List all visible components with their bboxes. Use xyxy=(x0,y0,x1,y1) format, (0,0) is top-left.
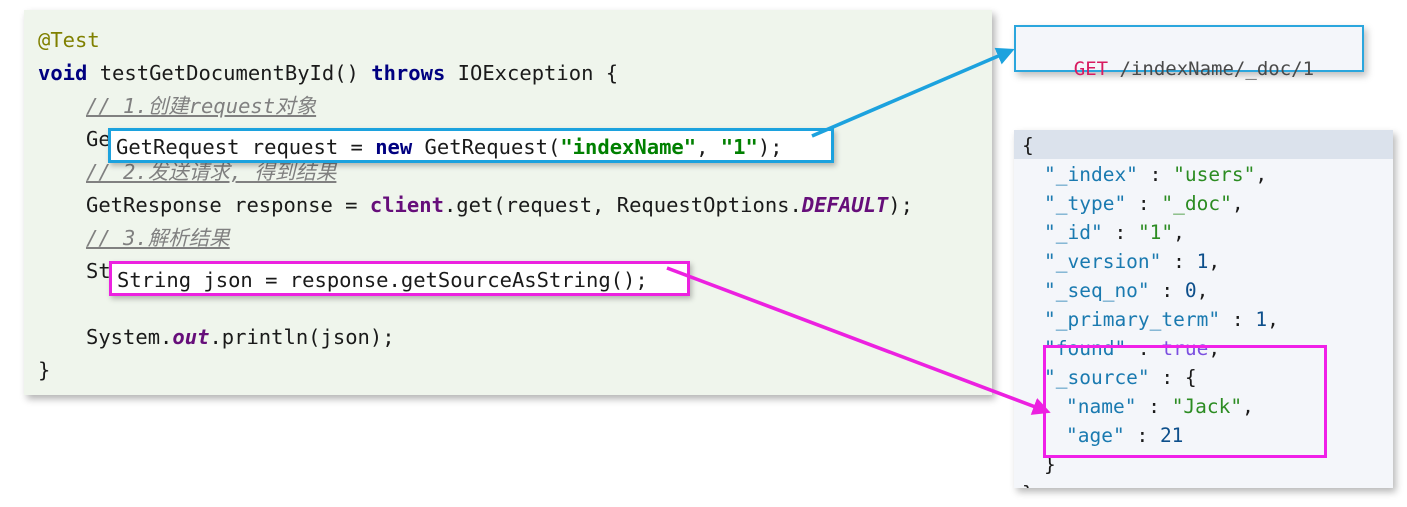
highlight-get-request-text: GetRequest request = new GetRequest("ind… xyxy=(111,131,783,160)
code-token: , xyxy=(1255,163,1268,186)
json-line: "_type" : "_doc", xyxy=(1014,189,1393,218)
code-token: "age" xyxy=(1066,424,1125,447)
json-line: "_seq_no" : 0, xyxy=(1014,276,1393,305)
rest-request-line: GET /indexName/_doc/1 xyxy=(1028,36,1314,102)
code-token: , xyxy=(1196,279,1209,302)
code-token: "found" xyxy=(1044,337,1127,360)
code-token: : xyxy=(1137,163,1174,186)
code-token: throws xyxy=(371,61,446,85)
code-token: } xyxy=(38,358,51,382)
json-line: { xyxy=(1014,131,1393,160)
code-token: GetRequest request = xyxy=(116,135,376,159)
code-token: .get(request, RequestOptions. xyxy=(443,193,802,217)
code-token: DEFAULT xyxy=(801,193,889,217)
code-token: 1 xyxy=(1196,250,1209,273)
http-method-label: GET xyxy=(1073,58,1109,80)
code-token: @Test xyxy=(38,28,100,52)
code-token: "_version" xyxy=(1044,250,1162,273)
code-token: : xyxy=(1126,192,1162,215)
code-line: // 1.创建request对象 xyxy=(24,90,992,123)
code-token: , xyxy=(1208,337,1221,360)
code-token: : xyxy=(1161,250,1197,273)
code-token: void xyxy=(38,61,88,85)
code-token: out xyxy=(172,325,210,349)
code-token: : xyxy=(1126,337,1162,360)
json-line: "found" : true, xyxy=(1014,334,1393,363)
code-token: // 1.创建request对象 xyxy=(86,94,317,118)
code-token: String json = response.getSourceAsString… xyxy=(117,268,648,292)
code-token: : xyxy=(1102,221,1138,244)
code-token: : xyxy=(1149,279,1185,302)
code-token: "_index" xyxy=(1044,163,1138,186)
code-token: , xyxy=(1267,308,1279,331)
code-token: 0 xyxy=(1184,279,1197,302)
highlight-box-get-request[interactable]: GetRequest request = new GetRequest("ind… xyxy=(108,128,834,163)
code-token: true xyxy=(1161,337,1209,360)
code-token: "1" xyxy=(720,135,758,159)
code-token: : { xyxy=(1149,366,1197,389)
code-token: , xyxy=(1231,192,1244,215)
code-token: , xyxy=(696,135,721,159)
code-token: "_primary_term" xyxy=(1044,308,1221,331)
code-line: System.out.println(json); xyxy=(24,321,992,354)
code-token: ); xyxy=(888,193,913,217)
code-token: "users" xyxy=(1173,163,1256,186)
java-code-panel: @Test void testGetDocumentById() throws I… xyxy=(24,10,992,395)
code-token: testGetDocumentById() xyxy=(87,61,372,85)
code-token: // 3.解析结果 xyxy=(86,226,230,250)
code-token: , xyxy=(1173,221,1185,244)
json-line: "_id" : "1", xyxy=(1014,218,1393,247)
json-line: "name" : "Jack", xyxy=(1014,392,1393,421)
json-first-line-highlight xyxy=(1014,130,1393,159)
code-token: // 2.发送请求, 得到结果 xyxy=(86,160,337,184)
code-token: client xyxy=(369,193,444,217)
code-token: 21 xyxy=(1159,424,1184,447)
code-token: "_source" xyxy=(1044,366,1150,389)
http-path-label xyxy=(1108,58,1119,80)
code-token: : xyxy=(1136,395,1172,418)
json-line: } xyxy=(1014,450,1393,479)
code-token: } xyxy=(1022,482,1034,488)
json-response-panel: {"_index" : "users","_type" : "_doc","_i… xyxy=(1014,130,1393,488)
rest-request-box[interactable]: GET /indexName/_doc/1 xyxy=(1014,25,1364,80)
json-line: "_primary_term" : 1, xyxy=(1014,305,1393,334)
code-token: GetRequest( xyxy=(412,135,561,159)
code-line: } xyxy=(24,354,992,387)
code-token: IOException { xyxy=(445,61,619,85)
code-token: : xyxy=(1220,308,1256,331)
highlight-get-source-text: String json = response.getSourceAsString… xyxy=(112,264,648,293)
code-line: // 3.解析结果 xyxy=(24,222,992,255)
code-line: // 2.发送请求, 得到结果 xyxy=(24,156,992,189)
code-token: "_seq_no" xyxy=(1044,279,1150,302)
code-token: "indexName" xyxy=(560,135,697,159)
code-token: GetResponse response = xyxy=(86,193,370,217)
code-token: ); xyxy=(757,135,783,159)
code-token: "name" xyxy=(1066,395,1137,418)
code-token: "_doc" xyxy=(1161,192,1232,215)
code-token: , xyxy=(1208,250,1221,273)
code-token: : xyxy=(1124,424,1160,447)
code-line: void testGetDocumentById() throws IOExce… xyxy=(24,57,992,90)
code-token: "1" xyxy=(1137,221,1174,244)
code-token: } xyxy=(1044,453,1056,476)
json-line: "_version" : 1, xyxy=(1014,247,1393,276)
code-token: .println(json); xyxy=(209,325,395,349)
code-token: "Jack" xyxy=(1171,395,1243,418)
code-token: { xyxy=(1022,134,1034,157)
json-line: "_source" : { xyxy=(1014,363,1393,392)
code-line: @Test xyxy=(24,24,992,57)
http-path-value: /indexName/_doc/1 xyxy=(1119,58,1315,80)
code-token: 1 xyxy=(1255,308,1268,331)
json-line: "_index" : "users", xyxy=(1014,160,1393,189)
code-token: System. xyxy=(86,325,173,349)
code-token: "_type" xyxy=(1044,192,1127,215)
code-token: "_id" xyxy=(1044,221,1103,244)
code-token: , xyxy=(1242,395,1254,418)
json-line: "age" : 21 xyxy=(1014,421,1393,450)
highlight-box-get-source-as-string[interactable]: String json = response.getSourceAsString… xyxy=(109,261,690,296)
code-line: GetResponse response = client.get(reques… xyxy=(24,189,992,222)
json-line: } xyxy=(1014,479,1393,488)
code-token: new xyxy=(375,135,413,159)
